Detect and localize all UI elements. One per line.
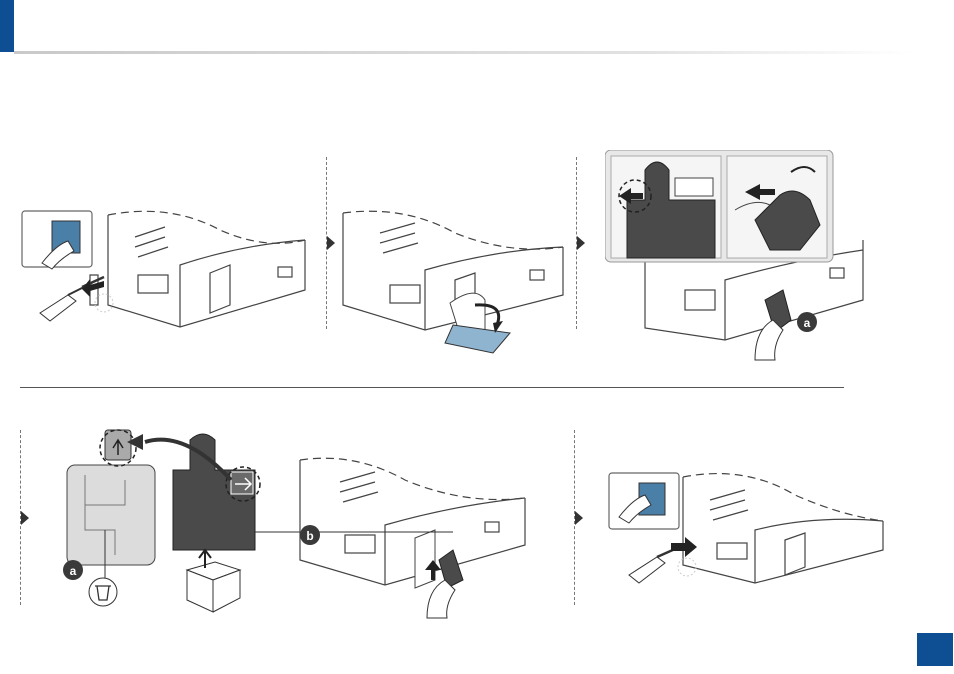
step-1-unplug-illustration: [20, 155, 320, 330]
power-cable-plug-icon: [605, 455, 890, 585]
row-divider: [20, 387, 844, 388]
toner-container-dispose-icon: a b: [55, 420, 570, 620]
step-2-open-cover-illustration: [335, 155, 570, 355]
step-arrow-icon: [21, 511, 29, 525]
power-cable-unplug-icon: [20, 155, 320, 330]
header-rule: [14, 51, 914, 54]
step-3-release-toner-illustration: a: [605, 150, 867, 362]
step-5-plug-illustration: [605, 455, 890, 585]
step-arrow-icon: [577, 236, 585, 250]
callout-a-label: a: [804, 316, 811, 330]
chapter-tab: [0, 0, 14, 52]
step-arrow-icon: [327, 236, 335, 250]
callout-b-label: b: [306, 529, 313, 543]
step-arrow-icon: [575, 511, 583, 525]
cover-open-icon: [335, 155, 570, 355]
step-4-replace-toner-illustration: a b: [55, 420, 570, 620]
toner-container-release-icon: a: [605, 150, 867, 362]
page-number-badge: [917, 633, 953, 666]
callout-a-label: a: [70, 564, 77, 578]
